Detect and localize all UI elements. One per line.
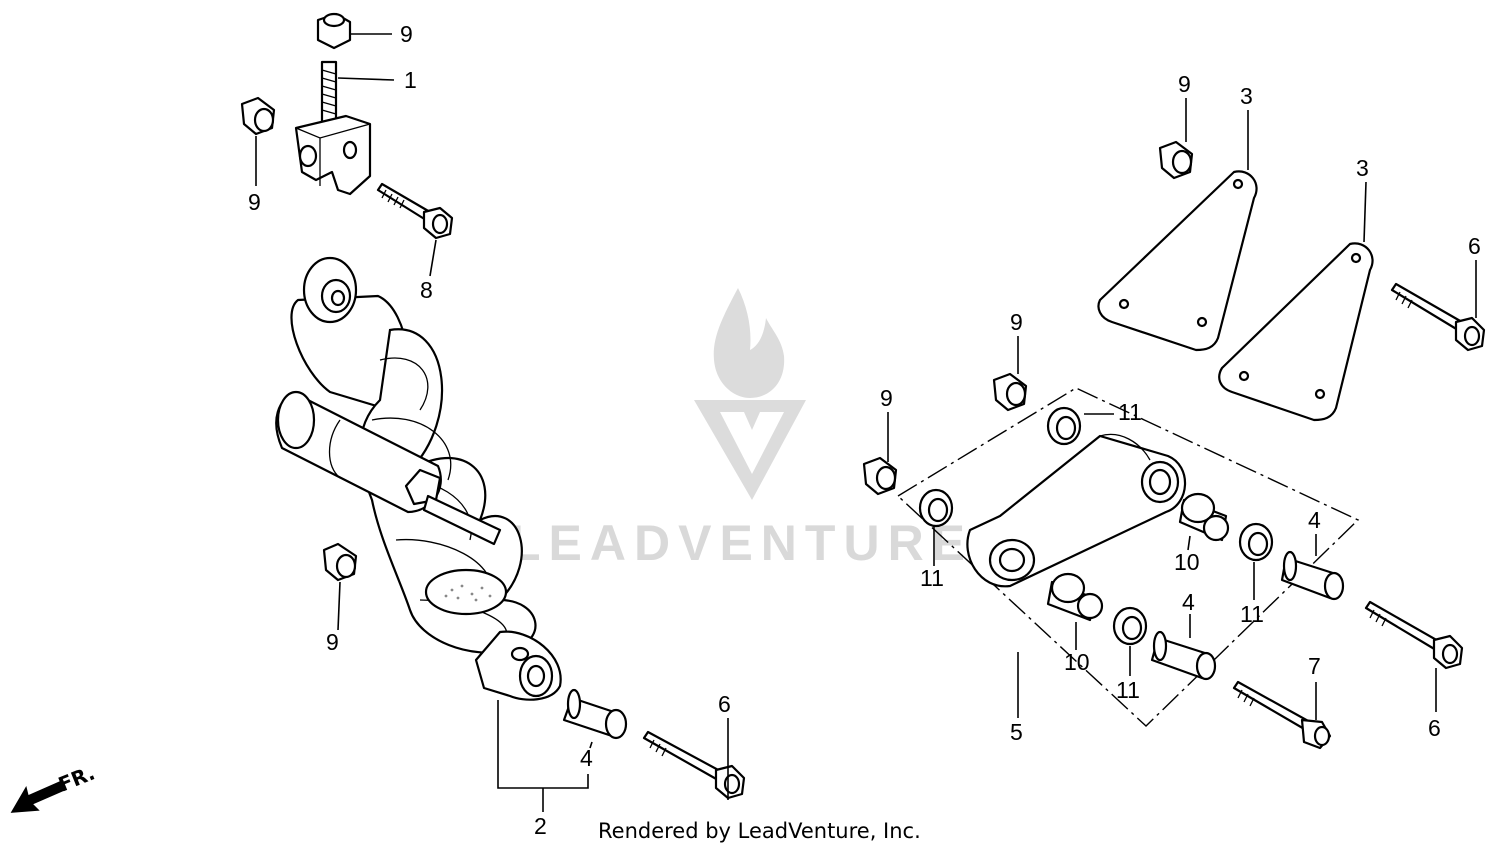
callout-9: 9 — [1010, 309, 1023, 335]
callout-11: 11 — [920, 565, 944, 591]
callout-9: 9 — [880, 385, 893, 411]
render-credit: Rendered by LeadVenture, Inc. — [598, 819, 921, 843]
callout-9: 9 — [248, 189, 261, 215]
bolt-6-right-upper — [1390, 282, 1486, 352]
callout-1: 1 — [404, 67, 417, 93]
callout-11: 11 — [1116, 677, 1140, 703]
callout-7: 7 — [1308, 653, 1321, 679]
bolt-6-right-lower — [1364, 600, 1464, 670]
callout-5: 5 — [1010, 719, 1023, 745]
bearing-11-b — [918, 488, 954, 528]
bolt-8 — [376, 182, 454, 240]
bushing-10-b — [1046, 572, 1104, 622]
plate-3-front — [1218, 242, 1374, 422]
collar-4-left — [562, 688, 628, 740]
rear-shock-absorber — [275, 256, 562, 701]
front-direction-label: FR. — [55, 761, 98, 797]
link-assembly-5 — [896, 387, 1360, 727]
bearing-11-a — [1046, 406, 1082, 446]
nut-9-upper-right — [1158, 140, 1194, 180]
watermark: LEADVENTURE — [510, 288, 973, 571]
callout-4: 4 — [580, 745, 593, 771]
callout-2: 2 — [534, 813, 547, 839]
callout-11: 11 — [1240, 601, 1264, 627]
callout-4: 4 — [1182, 589, 1195, 615]
callout-8: 8 — [420, 277, 433, 303]
callout-6: 6 — [1468, 233, 1481, 259]
callout-11: 11 — [1118, 399, 1142, 425]
callout-9: 9 — [400, 21, 413, 47]
collar-4-right-lower — [1150, 630, 1217, 681]
bolt-6-bottom — [642, 730, 746, 800]
callout-3: 3 — [1356, 155, 1369, 181]
leader-lines — [255, 33, 1477, 812]
nut-9-link-left — [862, 456, 898, 496]
front-arrow-icon — [10, 781, 66, 813]
callout-3: 3 — [1240, 83, 1253, 109]
nut-9-left-lower — [322, 542, 358, 582]
callout-10: 10 — [1064, 649, 1090, 675]
callout-4: 4 — [1308, 507, 1321, 533]
flame-icon — [713, 288, 785, 398]
bolt-7 — [1232, 680, 1332, 750]
nut-9-top — [316, 12, 352, 50]
v-logo-icon — [694, 400, 806, 500]
nut-9-mid-right — [992, 372, 1028, 412]
watermark-text: LEADVENTURE — [510, 515, 973, 571]
plate-3-back — [1097, 170, 1258, 352]
nut-9-left-upper — [240, 96, 276, 136]
callout-9: 9 — [1178, 71, 1191, 97]
callout-6: 6 — [718, 691, 731, 717]
upper-mount-bracket — [294, 60, 372, 196]
callout-6: 6 — [1428, 715, 1441, 741]
collar-4-right-upper — [1280, 550, 1345, 601]
bearing-11-c — [1238, 522, 1274, 562]
bearing-11-d — [1112, 606, 1148, 646]
callout-10: 10 — [1174, 549, 1200, 575]
callouts: 9 1 9 8 9 4 2 6 9 3 3 6 9 9 11 11 10 11 … — [248, 21, 1481, 839]
bushing-10-a — [1178, 492, 1230, 542]
callout-9: 9 — [326, 629, 339, 655]
front-direction-indicator: FR. — [10, 761, 98, 813]
